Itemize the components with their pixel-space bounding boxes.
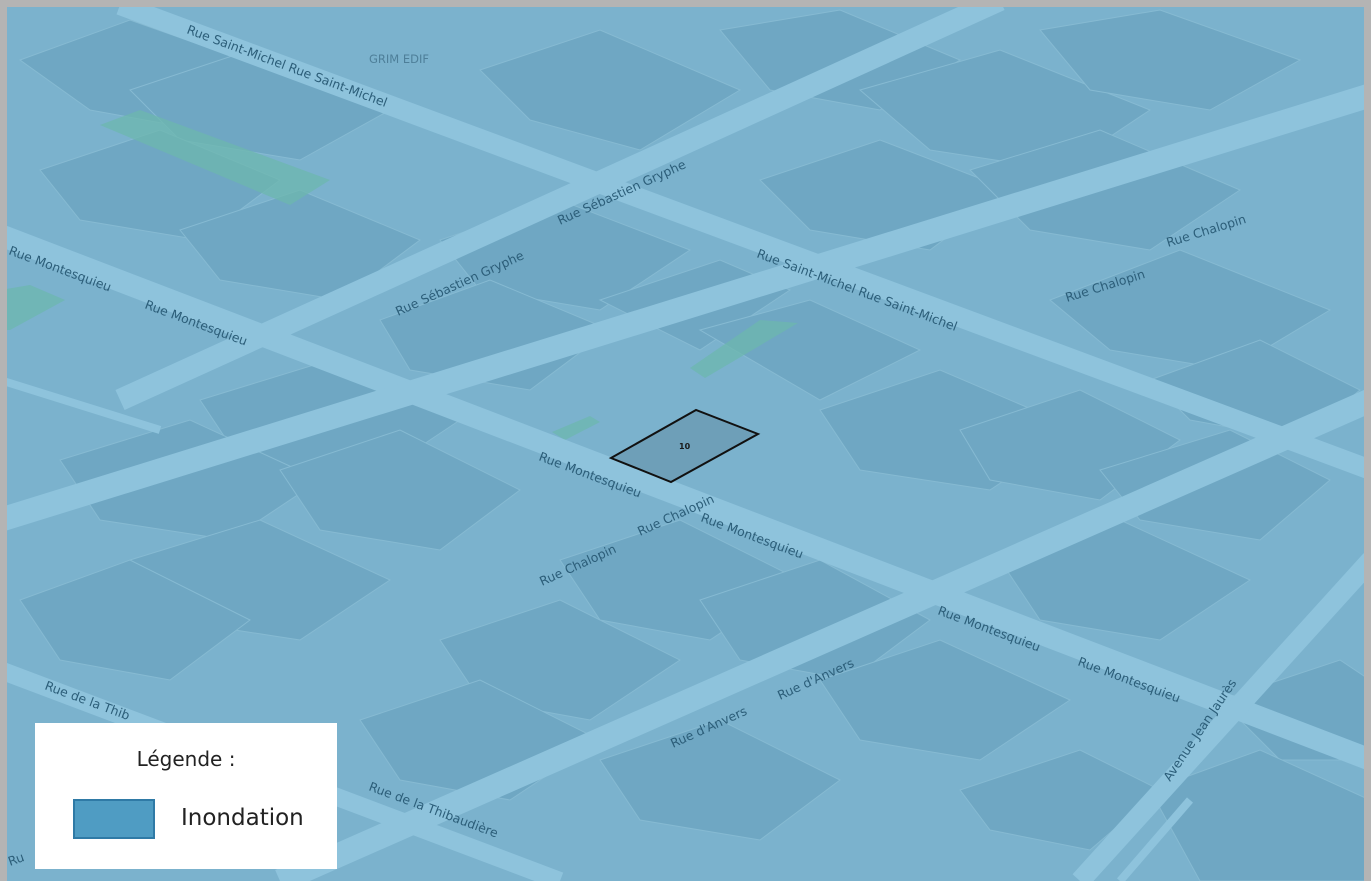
parcel-polygon[interactable] xyxy=(608,408,761,484)
green-area xyxy=(690,320,798,378)
road-rue-d-anvers xyxy=(275,389,1364,881)
building-block xyxy=(379,279,611,391)
building-block xyxy=(699,559,931,681)
road-minor xyxy=(7,377,162,434)
road-minor xyxy=(1116,797,1194,881)
legend-title: Légende : xyxy=(136,747,236,771)
legend-label-inondation: Inondation xyxy=(181,805,304,831)
building-block xyxy=(1149,749,1364,881)
road-rue-chalopin xyxy=(7,84,1364,531)
green-area xyxy=(7,285,65,330)
street-label: Ru xyxy=(6,849,26,869)
road-rue-saint-michel xyxy=(116,7,1364,479)
place-label: GRIM EDIF xyxy=(369,52,429,66)
legend-swatch-inondation xyxy=(73,799,155,839)
building-block xyxy=(19,559,251,681)
building-block xyxy=(279,429,521,551)
green-areas xyxy=(7,110,798,440)
road-rue-montesquieu xyxy=(7,225,1364,770)
selected-parcel[interactable]: 10 xyxy=(608,408,761,484)
building-block xyxy=(1039,9,1302,111)
building-block xyxy=(819,639,1072,761)
map-legend: Légende : Inondation xyxy=(35,723,337,869)
green-area xyxy=(100,110,330,205)
parcel-number: 10 xyxy=(679,442,691,451)
green-area xyxy=(552,416,600,440)
road-avenue-jean-jaures xyxy=(1072,553,1364,881)
road-rue-sebastien-gryphe xyxy=(115,7,1005,411)
building-block xyxy=(479,29,742,151)
building-block xyxy=(599,719,841,841)
